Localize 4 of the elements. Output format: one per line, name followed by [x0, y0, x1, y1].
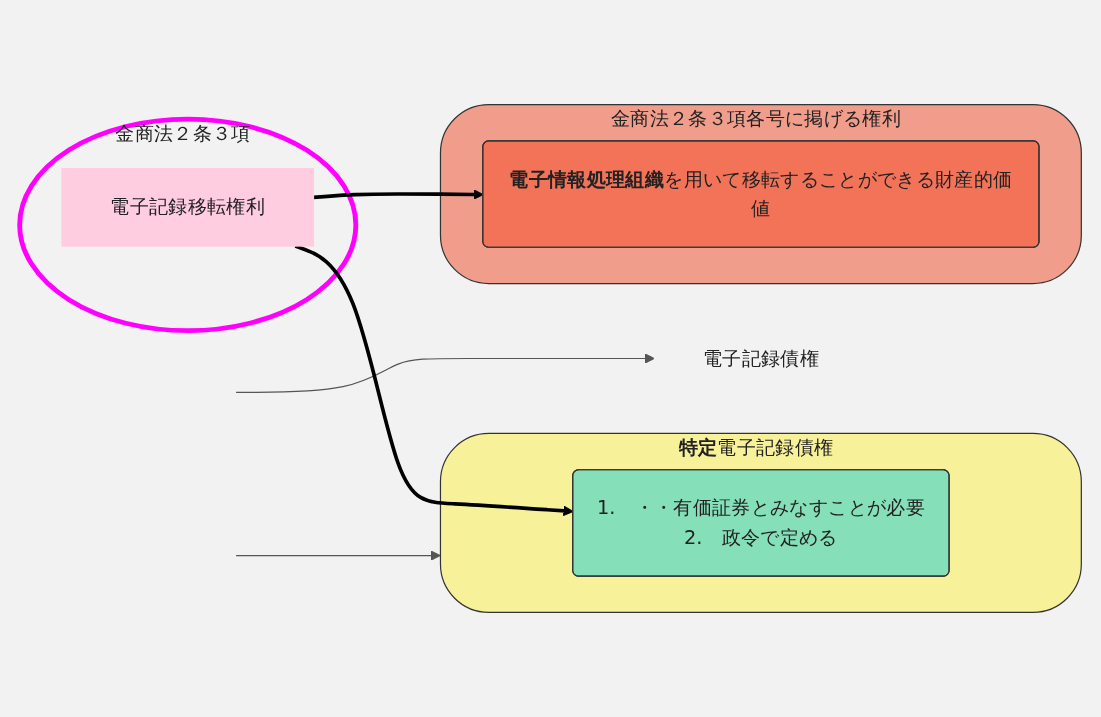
arrow	[235, 353, 655, 393]
arrow	[235, 550, 441, 561]
node-text: 電子記録債権	[702, 346, 819, 370]
node-box: 電子記録移転権利	[61, 168, 315, 247]
